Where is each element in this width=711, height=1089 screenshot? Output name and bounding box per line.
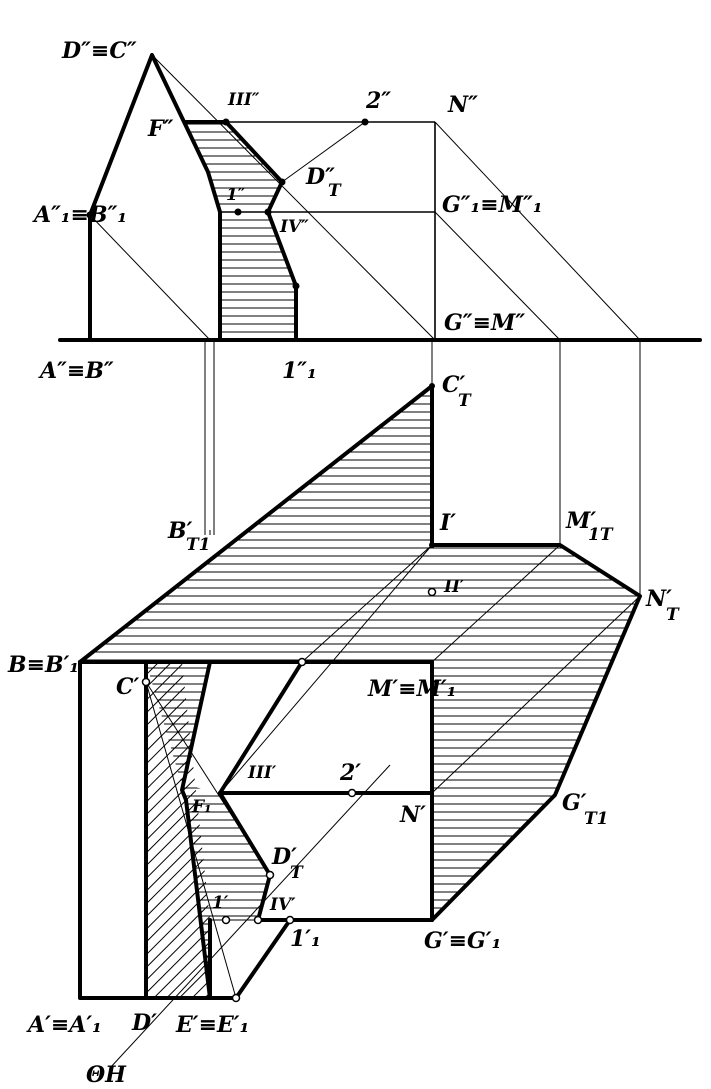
label-2-1: 2′ [339, 760, 361, 786]
label-dt: D″ [305, 164, 335, 190]
label-bt1-sub: T1 [186, 535, 210, 555]
label-f1: F₁ [191, 797, 212, 817]
point-1-1 [285, 915, 295, 925]
label-1-p: 1′ [212, 893, 229, 913]
label-g-m: G″≡M″ [444, 310, 525, 336]
point-296 [292, 282, 300, 290]
plan-diagonal-hatch [146, 662, 210, 998]
plan-f1-outline [218, 660, 304, 795]
label-c1: C′ [116, 674, 140, 700]
label-iii: III″ [227, 90, 260, 110]
label-bt1: B′ [167, 518, 193, 544]
light-ray [434, 211, 561, 341]
point-a1b1 [86, 211, 94, 219]
label-1-1-p: 1′₁ [290, 926, 321, 952]
label-a1-b1: A″₁≡B″₁ [32, 202, 127, 228]
label-ii: II′ [443, 577, 465, 597]
label-d-c: D″≡C″ [61, 38, 137, 64]
point-iv [264, 208, 272, 216]
label-m-m1: M′≡M′₁ [367, 676, 456, 702]
plan-shadow-hatch [80, 386, 640, 920]
label-f: F″ [147, 116, 174, 142]
front-view: D″≡C″ III″ 2″ N″ F″ D″ T 1″ A″₁≡B″₁ G″₁≡… [32, 38, 702, 384]
label-1-1: 1″₁ [282, 358, 317, 384]
label-ct: C′ [442, 372, 466, 398]
label-nt: N′ [645, 586, 672, 612]
ray-mid [301, 544, 433, 663]
point-ct [429, 383, 435, 389]
label-a-b: A″≡B″ [38, 358, 114, 384]
label-n: N″ [447, 92, 478, 118]
label-e-e1: E′≡E′₁ [175, 1012, 249, 1038]
label-ct-sub: T [458, 391, 472, 411]
label-g1-m1: G″₁≡M″₁ [442, 192, 543, 218]
label-iv: IV″ [279, 217, 309, 237]
label-dt1-sub: T [290, 863, 304, 883]
ray-gt [431, 544, 561, 663]
plan-front-rect [78, 660, 212, 1000]
point-c1 [141, 677, 151, 687]
label-theta-h: ΘH [86, 1062, 127, 1088]
point-iii [222, 118, 230, 126]
label-2: 2″ [365, 88, 391, 114]
label-gt1: G′ [562, 790, 587, 816]
label-d1: D′ [131, 1010, 157, 1036]
point-1 [234, 208, 242, 216]
label-gt1-sub: T1 [584, 809, 608, 829]
light-ray [434, 121, 641, 341]
label-iv1: IV′ [269, 895, 296, 915]
label-m1t-sub: 1T [588, 525, 614, 545]
label-1: 1″ [226, 185, 246, 205]
plan-view: C′ T B′ T1 I′ M′ 1T II′ N′ T B≡B′₁ C′ M′… [7, 372, 680, 1088]
label-nt-sub: T [666, 605, 680, 625]
label-n1: N′ [399, 802, 426, 828]
label-g-g1: G′≡G′₁ [424, 928, 501, 954]
plan-inner-outline [180, 660, 212, 1000]
point-i [429, 542, 435, 548]
point-2 [361, 118, 369, 126]
label-dt-sub: T [328, 181, 342, 201]
label-a-a1: A′≡A′₁ [26, 1012, 102, 1038]
point-dt [278, 178, 286, 186]
light-ray [151, 54, 436, 341]
point-1 [221, 915, 231, 925]
point-e [231, 993, 241, 1003]
light-ray [281, 121, 366, 183]
axis-theta-h [109, 764, 391, 1069]
label-dt1: D′ [271, 844, 297, 870]
point-dt [265, 870, 275, 880]
label-iii1: III′ [247, 763, 277, 783]
label-i: I′ [439, 510, 456, 536]
point-iv [253, 915, 263, 925]
front-shadow-hatch [186, 122, 296, 340]
point-2 [347, 788, 357, 798]
ray-c2 [145, 681, 271, 876]
ray-iii [219, 544, 433, 794]
label-m1t: M′ [565, 508, 596, 534]
ray-n [431, 595, 641, 794]
label-b-b1: B≡B′₁ [7, 652, 79, 678]
point-ii [427, 587, 437, 597]
light-ray [89, 214, 211, 341]
ray-c [145, 681, 237, 999]
point-mid [297, 657, 307, 667]
front-outline-left [88, 53, 222, 342]
